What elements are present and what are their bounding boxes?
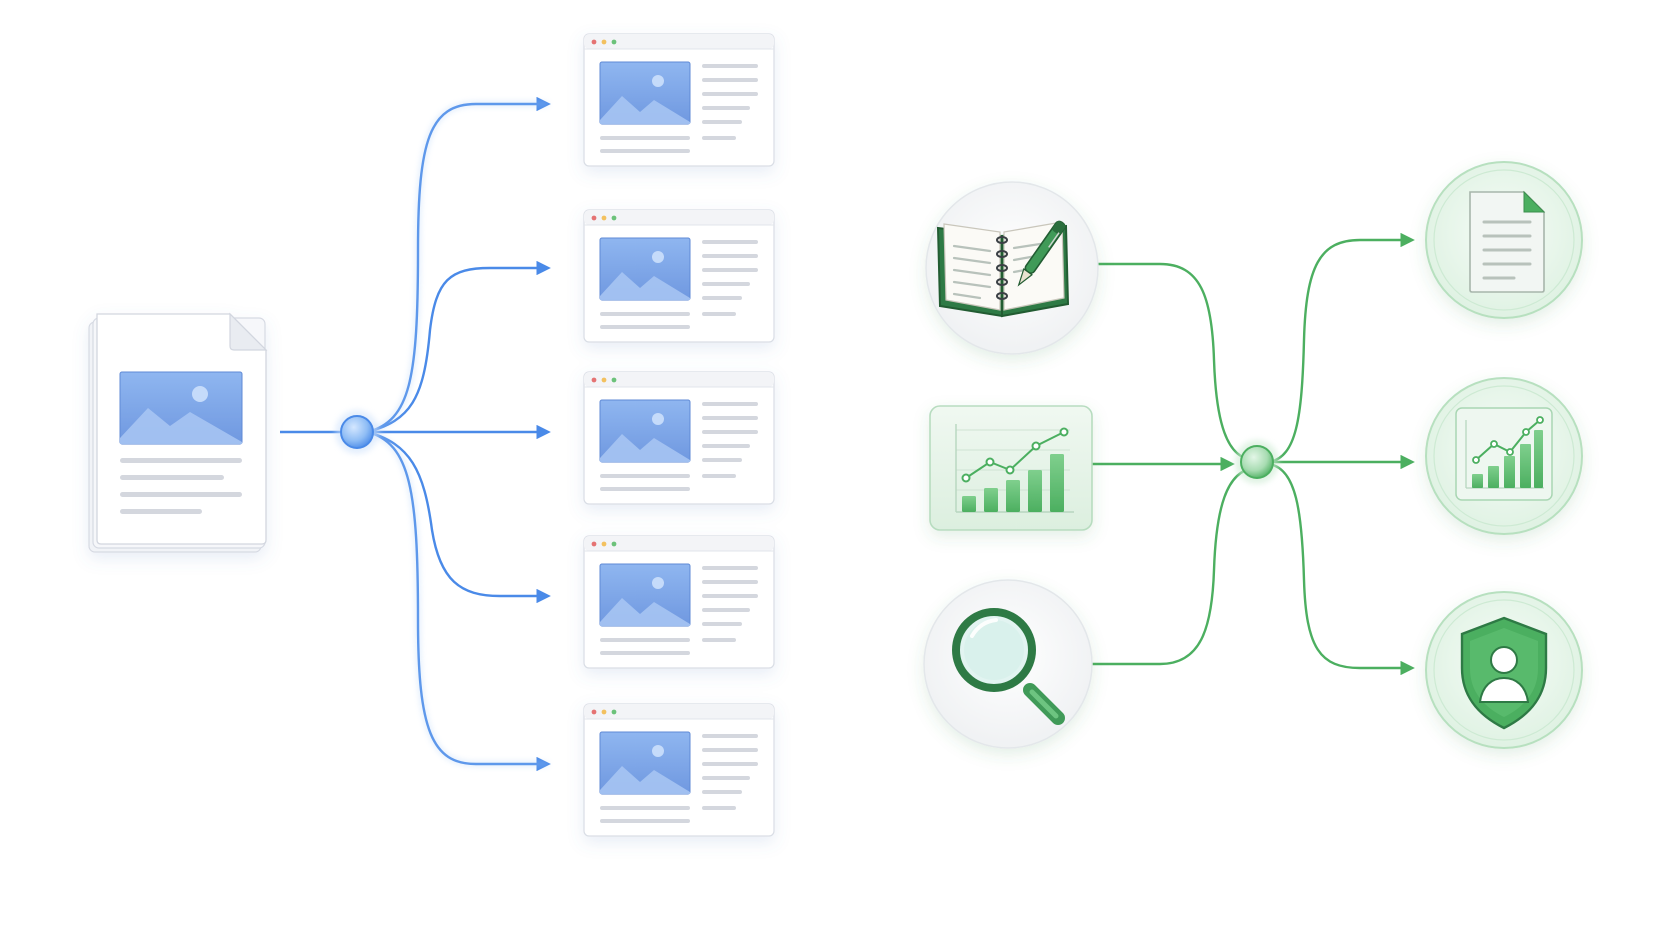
fan-out-connectors [367,96,551,772]
bar-chart-icon [1455,407,1553,501]
web-page-icon [583,371,775,505]
target-pages [583,33,775,837]
magnifier-icon [952,608,1065,725]
input-notebook [925,181,1099,355]
connector-to-page-2 [367,260,551,434]
web-page-icon [583,33,775,167]
output-analytics [1425,377,1583,535]
shield-user-icon [1460,616,1548,730]
hub-node-icon [335,410,379,454]
connector-hub-document [1269,232,1415,464]
connector-to-page-4 [367,430,551,604]
output-security [1425,591,1583,749]
image-document-icon [88,312,268,553]
notebook-pen-icon [936,220,1070,318]
connector-notebook-hub [1090,262,1256,462]
connector-to-page-5 [367,430,551,772]
web-page-icon [583,703,775,837]
bar-chart-icon [955,424,1074,513]
web-page-icon [583,209,775,343]
hub-node-icon [1235,440,1279,484]
input-search [923,579,1093,749]
connector-hub-security [1269,462,1415,676]
source-document [88,312,268,553]
document-icon [1469,190,1546,293]
output-document [1425,161,1583,319]
connector-search-hub [1092,466,1256,666]
web-page-icon [583,535,775,669]
input-analytics [929,405,1093,531]
distribute-connectors [1269,232,1415,676]
merge-connectors [1090,262,1256,666]
